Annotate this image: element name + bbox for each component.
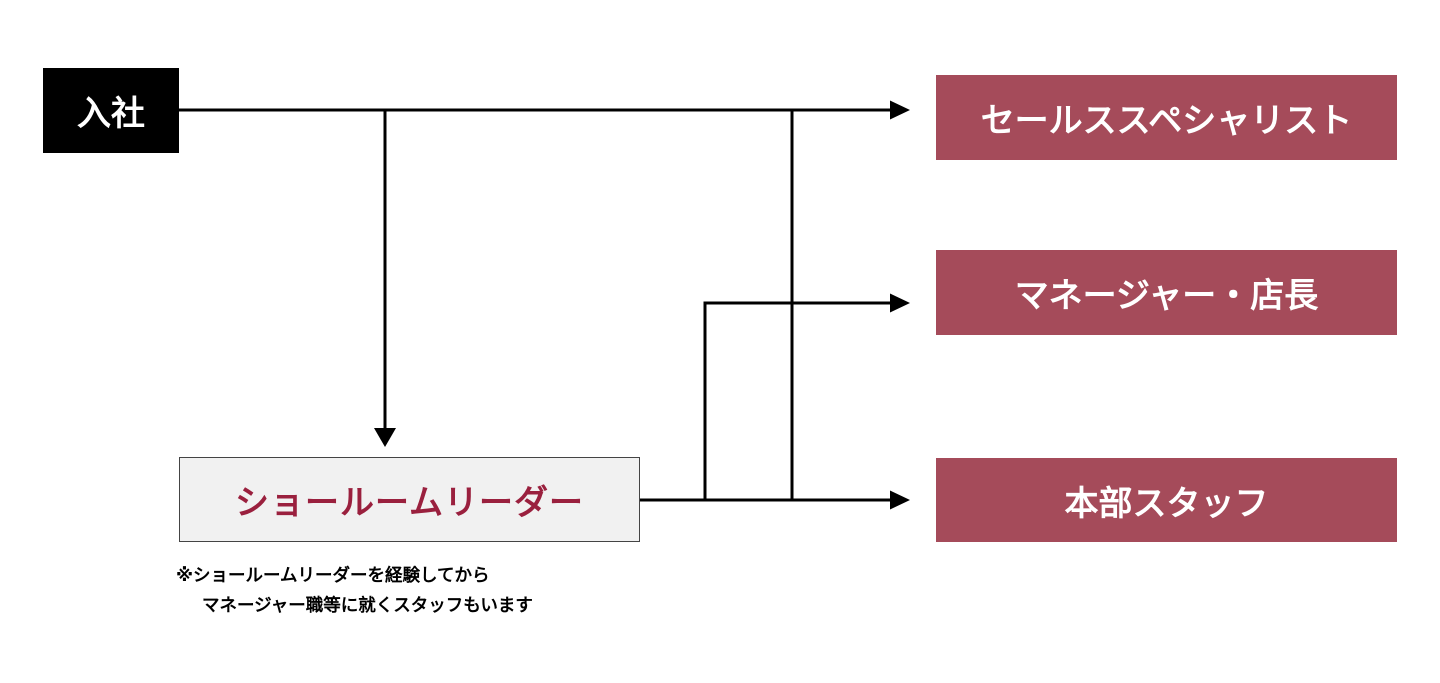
node-manager-tencho: マネージャー・店長 [936, 250, 1397, 335]
edge-start-to-leader [374, 110, 396, 447]
edge-leader-to-hq [638, 490, 910, 510]
node-sales-specialist: セールススペシャリスト [936, 75, 1397, 160]
edge-leader-to-manager [703, 293, 910, 500]
node-showroom-leader: ショールームリーダー [179, 457, 640, 542]
node-start: 入社 [43, 68, 179, 153]
edge-start-to-sales [179, 100, 910, 120]
node-hq-staff: 本部スタッフ [936, 458, 1397, 542]
footnote-line-2: マネージャー職等に就くスタッフもいます [202, 595, 533, 615]
footnote-line-1: ※ショールームリーダーを経験してから [176, 565, 490, 585]
footnote: ※ショールームリーダーを経験してから マネージャー職等に就くスタッフもいます [176, 560, 533, 620]
